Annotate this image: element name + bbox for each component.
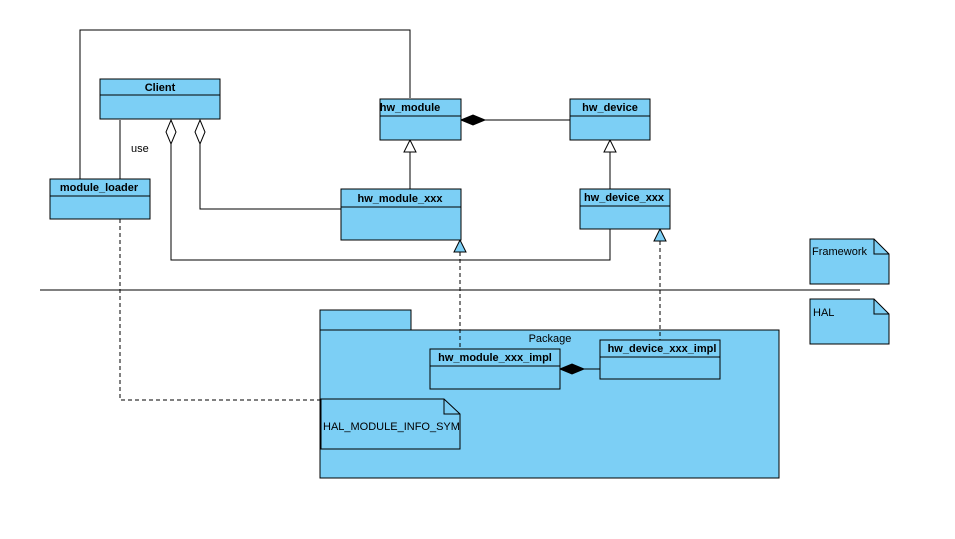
note-hal-fold — [873, 299, 889, 315]
note-hal[interactable]: HAL — [809, 298, 890, 345]
package-label: Package — [529, 333, 572, 345]
class-hw-module-xxx[interactable]: hw_module_xxx — [340, 188, 462, 241]
class-hw-module-box — [379, 98, 462, 141]
aggregation-diamond-1 — [194, 118, 206, 146]
package[interactable]: Package — [319, 309, 780, 479]
generalization-arrow-device — [603, 138, 617, 153]
note-hal-module-info-sym[interactable]: HAL_MODULE_INFO_SYM — [320, 398, 461, 450]
class-hw-device-xxx-title: hw_device_xxx — [584, 192, 665, 204]
client-agg-hwmodulexxx-line — [199, 144, 341, 210]
generalization-arrow-module — [403, 138, 417, 153]
class-module-loader-box — [49, 178, 151, 220]
class-hw-module[interactable]: hw_module — [379, 98, 462, 141]
class-hw-device-box — [569, 98, 651, 141]
class-hw-device-xxx-impl-box — [599, 339, 721, 380]
note-framework-fold — [873, 239, 889, 255]
client-agg-hwdevicexxx-line — [170, 144, 611, 261]
use-label: use — [131, 143, 149, 155]
class-hw-device-xxx[interactable]: hw_device_xxx — [579, 188, 671, 230]
class-hw-module-xxx-title: hw_module_xxx — [358, 193, 444, 205]
note-hal-body — [809, 298, 890, 345]
note-infosym-fold — [443, 399, 460, 415]
class-hw-device-xxx-impl-title: hw_device_xxx_impl — [608, 343, 717, 355]
loader-to-infosym-dashed-line — [119, 219, 321, 401]
class-hw-module-title: hw_module — [380, 102, 441, 114]
composition-diamond-top — [459, 114, 487, 126]
realization-arrow-device — [653, 227, 667, 242]
note-framework-text: Framework — [812, 246, 868, 258]
class-client-box — [99, 78, 221, 120]
note-infosym-text: HAL_MODULE_INFO_SYM — [323, 421, 460, 433]
class-hw-module-xxx-impl[interactable]: hw_module_xxx_impl — [429, 348, 561, 390]
aggregation-diamond-2 — [165, 118, 177, 146]
note-framework-body — [809, 238, 890, 285]
class-hw-module-xxx-impl-title: hw_module_xxx_impl — [438, 352, 552, 364]
class-hw-module-xxx-box — [340, 188, 462, 241]
note-hal-text: HAL — [813, 307, 834, 319]
package-tab — [319, 309, 412, 331]
class-module-loader-title: module_loader — [60, 182, 139, 194]
note-framework[interactable]: Framework — [809, 238, 890, 285]
class-client[interactable]: Client — [99, 78, 221, 120]
class-hw-module-xxx-impl-box — [429, 348, 561, 390]
class-hw-device-xxx-box — [579, 188, 671, 230]
class-hw-device-title: hw_device — [582, 102, 638, 114]
class-module-loader[interactable]: module_loader — [49, 178, 151, 220]
realization-arrow-module — [453, 238, 467, 253]
class-hw-device-xxx-impl[interactable]: hw_device_xxx_impl — [599, 339, 721, 380]
composition-diamond-impl — [558, 363, 586, 375]
class-hw-device[interactable]: hw_device — [569, 98, 651, 141]
note-infosym-body — [320, 398, 461, 450]
loader-to-hwmodule-line — [79, 29, 411, 180]
class-client-title: Client — [145, 82, 176, 94]
